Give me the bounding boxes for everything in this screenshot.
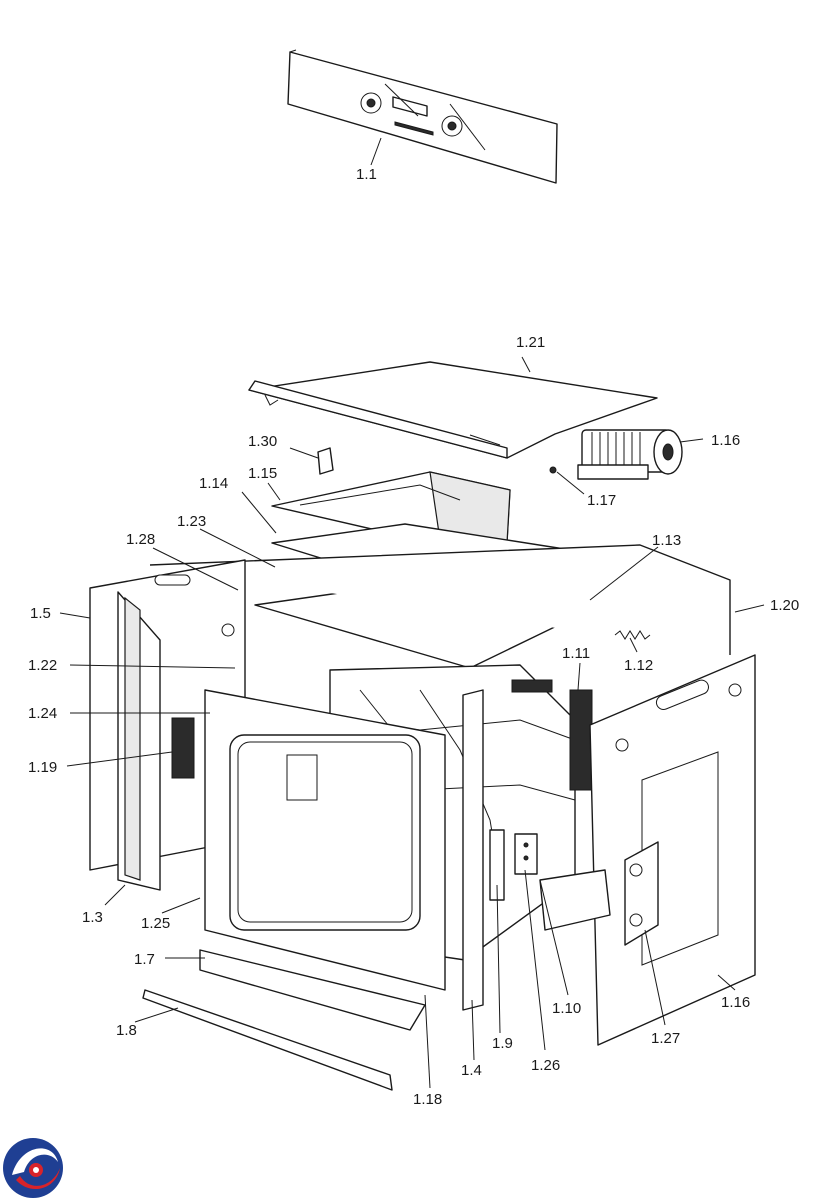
callout-1-12: 1.12: [624, 657, 653, 674]
callout-1-9: 1.9: [492, 1035, 513, 1052]
callout-1-23: 1.23: [177, 513, 206, 530]
callout-1-20: 1.20: [770, 597, 799, 614]
callout-1-30: 1.30: [248, 433, 277, 450]
callout-1-26: 1.26: [531, 1057, 560, 1074]
callout-1-19: 1.19: [28, 759, 57, 776]
callout-1-16-side-panel: 1.16: [721, 994, 750, 1011]
callout-1-21: 1.21: [516, 334, 545, 351]
callout-1-27: 1.27: [651, 1030, 680, 1047]
callout-1-16-fan: 1.16: [711, 432, 740, 449]
insulation-pad-part: [171, 717, 195, 779]
callout-1-24: 1.24: [28, 705, 57, 722]
callout-1-10: 1.10: [552, 1000, 581, 1017]
callout-1-22: 1.22: [28, 657, 57, 674]
callout-1-15: 1.15: [248, 465, 277, 482]
small-bracket-part: [317, 447, 334, 475]
right-side-panel-part: [589, 654, 756, 1046]
outer-shell-part: [149, 544, 731, 669]
callout-1-3: 1.3: [82, 909, 103, 926]
callout-1-28: 1.28: [126, 531, 155, 548]
screw-part: [549, 466, 557, 474]
right-rail-part: [462, 689, 484, 1011]
fan-motor-part: [577, 429, 683, 480]
base-rail-part: [142, 989, 393, 1091]
callout-1-5: 1.5: [30, 605, 51, 622]
callout-leaders: [59, 137, 765, 1089]
base-plate-part: [539, 869, 611, 931]
callout-1-8: 1.8: [116, 1022, 137, 1039]
left-rail-part: [117, 591, 161, 891]
heating-element-part: [511, 679, 593, 791]
callout-labels: 1.1 1.21 1.16 1.30 1.17 1.15 1.14 1.23 1…: [28, 166, 799, 1108]
spring-part: [614, 630, 651, 640]
callout-1-14: 1.14: [199, 475, 228, 492]
callout-1-4: 1.4: [461, 1062, 482, 1079]
brand-swirl-logo-icon: [3, 1138, 63, 1198]
top-cover-part: [248, 361, 658, 459]
front-frame-part: [204, 689, 446, 991]
callout-1-13: 1.13: [652, 532, 681, 549]
callout-1-1: 1.1: [356, 166, 377, 183]
callout-1-25: 1.25: [141, 915, 170, 932]
callout-1-11: 1.11: [562, 645, 590, 662]
callout-1-17: 1.17: [587, 492, 616, 509]
callout-1-7: 1.7: [134, 951, 155, 968]
callout-1-18: 1.18: [413, 1091, 442, 1108]
terminal-block-part: [514, 833, 538, 875]
control-panel-part: [287, 49, 558, 184]
bottom-bracket-part: [199, 949, 426, 1031]
switch-plate-part: [624, 841, 659, 946]
